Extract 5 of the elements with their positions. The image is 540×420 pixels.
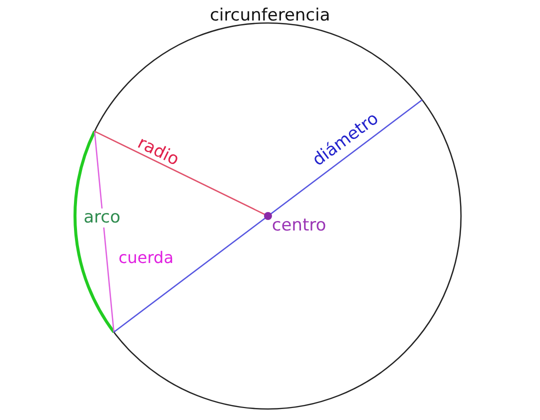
- radius-label: radio: [134, 134, 182, 170]
- center-label: centro: [272, 218, 326, 234]
- chord-label: cuerda: [118, 250, 174, 266]
- circumference-label: circunferencia: [210, 8, 330, 24]
- arc-label: arco: [82, 208, 122, 228]
